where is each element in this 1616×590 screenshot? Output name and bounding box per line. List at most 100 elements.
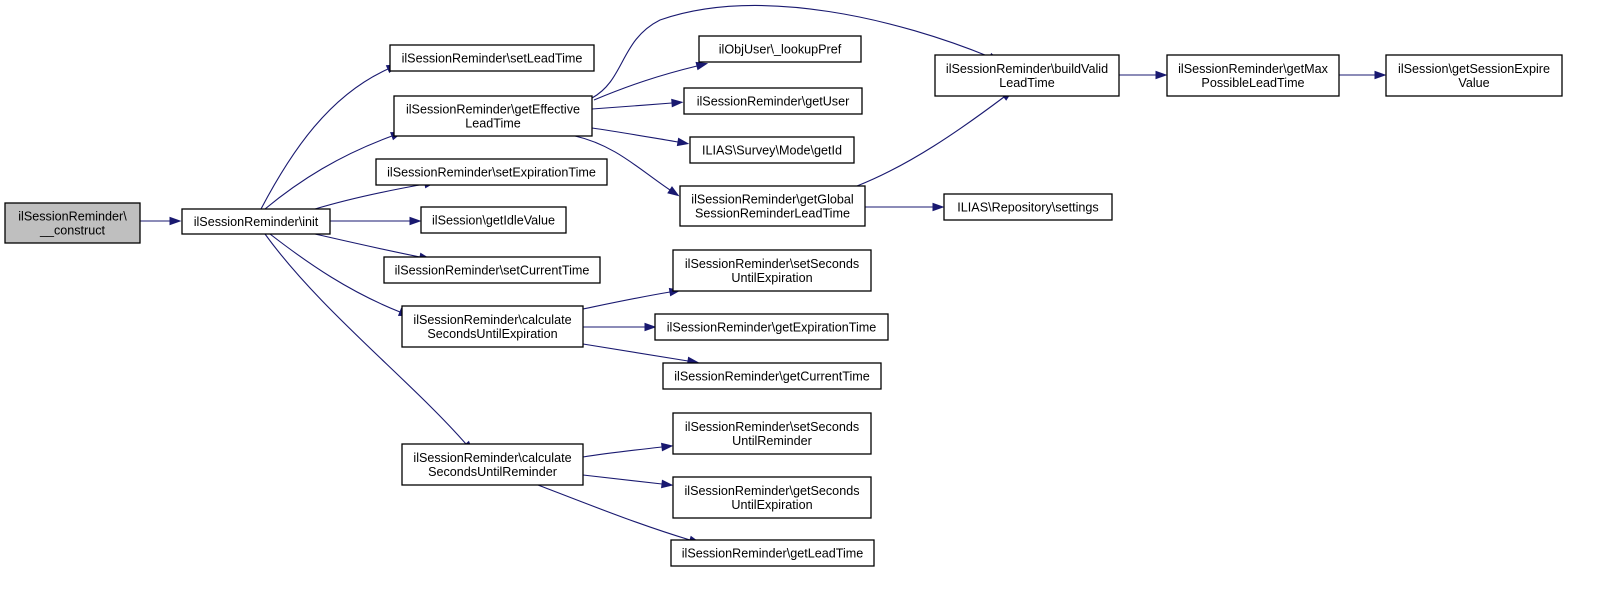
node-calcSecondsUntilExpiration[interactable]: ilSessionReminder\calculateSecondsUntilE… <box>401 305 584 348</box>
node-construct[interactable]: ilSessionReminder\__construct <box>4 202 141 244</box>
node-surveyModeGetId[interactable]: ILIAS\Survey\Mode\getId <box>689 136 855 164</box>
node-label: ilSessionReminder\getSeconds <box>684 484 859 498</box>
node-label: ilSessionReminder\getLeadTime <box>682 547 864 561</box>
arrowhead-icon <box>671 98 684 108</box>
edge-line <box>591 5 991 99</box>
node-setSecondsUntilReminder[interactable]: ilSessionReminder\setSecondsUntilReminde… <box>672 412 872 455</box>
node-box <box>181 208 331 235</box>
edge-calcSecondsUntilReminder-to-getSecondsUntilExpiration <box>582 474 674 489</box>
node-box <box>943 193 1113 221</box>
node-box <box>672 476 872 519</box>
node-label: SessionReminderLeadTime <box>695 207 850 221</box>
node-init[interactable]: ilSessionReminder\init <box>181 208 331 235</box>
node-setSecondsUntilExpiration[interactable]: ilSessionReminder\setSecondsUntilExpirat… <box>672 249 872 292</box>
node-label: ilSessionReminder\setExpirationTime <box>387 166 596 180</box>
node-label: ILIAS\Survey\Mode\getId <box>702 144 842 158</box>
node-label: SecondsUntilExpiration <box>427 327 557 341</box>
node-label: UntilExpiration <box>731 271 812 285</box>
node-getGlobalLeadTime[interactable]: ilSessionReminder\getGlobalSessionRemind… <box>679 185 866 227</box>
edge-init-to-getIdleValue <box>330 216 422 226</box>
node-calcSecondsUntilReminder[interactable]: ilSessionReminder\calculateSecondsUntilR… <box>401 443 584 486</box>
node-label: ilSessionReminder\setCurrentTime <box>395 264 590 278</box>
node-box <box>401 443 584 486</box>
edge-getEffectiveLeadTime-to-getUser <box>591 98 684 110</box>
node-label: SecondsUntilReminder <box>428 465 557 479</box>
edge-line <box>582 291 671 310</box>
node-label: ilObjUser\_lookupPref <box>719 43 842 57</box>
arrowhead-icon <box>1374 70 1387 80</box>
node-label: ilSessionReminder\getCurrentTime <box>674 370 870 384</box>
node-label: UntilExpiration <box>731 498 812 512</box>
edge-line <box>582 474 663 485</box>
edge-getEffectiveLeadTime-to-surveyModeGetId <box>591 127 690 147</box>
node-box <box>393 95 593 137</box>
arrowhead-icon <box>661 442 674 452</box>
edge-line <box>591 127 679 143</box>
edge-line <box>582 343 689 362</box>
edge-getEffectiveLeadTime-to-getGlobalLeadTime <box>574 135 680 197</box>
node-label: Value <box>1458 76 1489 90</box>
node-getIdleValue[interactable]: ilSession\getIdleValue <box>420 206 567 234</box>
node-getCurrentTime[interactable]: ilSessionReminder\getCurrentTime <box>662 362 882 390</box>
node-box <box>383 256 601 284</box>
edge-init-to-setLeadTime <box>260 64 399 210</box>
node-label: LeadTime <box>999 76 1055 90</box>
node-box <box>683 87 863 115</box>
node-label: ilSessionReminder\getExpirationTime <box>667 321 877 335</box>
node-label: ilSession\getSessionExpire <box>1398 62 1550 76</box>
edge-line <box>591 102 673 110</box>
edge-line <box>269 233 401 313</box>
edge-line <box>582 446 663 458</box>
edge-line <box>537 484 691 541</box>
node-setCurrentTime[interactable]: ilSessionReminder\setCurrentTime <box>383 256 601 284</box>
node-label: ilSessionReminder\getGlobal <box>691 193 853 207</box>
node-box <box>389 44 595 72</box>
node-label: PossibleLeadTime <box>1201 76 1304 90</box>
edge-getEffectiveLeadTime-to-lookupPref <box>593 61 709 101</box>
node-label: ilSessionReminder\getMax <box>1178 62 1328 76</box>
node-label: ilSessionReminder\getUser <box>697 95 850 109</box>
arrowhead-icon <box>409 216 422 226</box>
node-label: ilSessionReminder\calculate <box>413 313 571 327</box>
node-box <box>662 362 882 390</box>
node-box <box>934 54 1120 97</box>
node-label: __construct <box>39 224 106 238</box>
arrowhead-icon <box>644 322 657 332</box>
node-label: ilSessionReminder\buildValid <box>946 62 1108 76</box>
node-box <box>4 202 141 244</box>
edge-calcSecondsUntilExpiration-to-setSecondsUntilExpiration <box>582 287 682 310</box>
node-label: ilSession\getIdleValue <box>432 214 555 228</box>
node-lookupPref[interactable]: ilObjUser\_lookupPref <box>698 35 862 63</box>
edge-calcSecondsUntilExpiration-to-getCurrentTime <box>582 343 700 366</box>
node-getExpirationTime[interactable]: ilSessionReminder\getExpirationTime <box>654 313 889 341</box>
node-label: ilSessionReminder\setLeadTime <box>402 52 583 66</box>
arrowhead-icon <box>695 61 709 71</box>
node-getUser[interactable]: ilSessionReminder\getUser <box>683 87 863 115</box>
node-box <box>1166 54 1340 97</box>
node-box <box>401 305 584 348</box>
edge-construct-to-init <box>136 216 182 226</box>
arrowhead-icon <box>676 137 690 147</box>
node-box <box>375 158 608 186</box>
node-box <box>689 136 855 164</box>
node-box <box>420 206 567 234</box>
edge-line <box>314 183 426 210</box>
node-getSecondsUntilExpiration[interactable]: ilSessionReminder\getSecondsUntilExpirat… <box>672 476 872 519</box>
node-setLeadTime[interactable]: ilSessionReminder\setLeadTime <box>389 44 595 72</box>
edge-getGlobalLeadTime-to-buildValidLeadTime <box>856 90 1014 187</box>
edge-line <box>314 233 421 258</box>
node-setExpirationTime[interactable]: ilSessionReminder\setExpirationTime <box>375 158 608 186</box>
node-repositorySettings[interactable]: ILIAS\Repository\settings <box>943 193 1113 221</box>
node-getLeadTime[interactable]: ilSessionReminder\getLeadTime <box>670 539 875 567</box>
node-label: ilSessionReminder\setSeconds <box>685 257 859 271</box>
node-label: ilSessionReminder\getEffective <box>406 103 580 117</box>
edge-line <box>264 135 393 210</box>
node-box <box>672 249 872 292</box>
node-label: LeadTime <box>465 117 521 131</box>
arrowhead-icon <box>667 186 680 197</box>
node-label: ILIAS\Repository\settings <box>957 201 1098 215</box>
